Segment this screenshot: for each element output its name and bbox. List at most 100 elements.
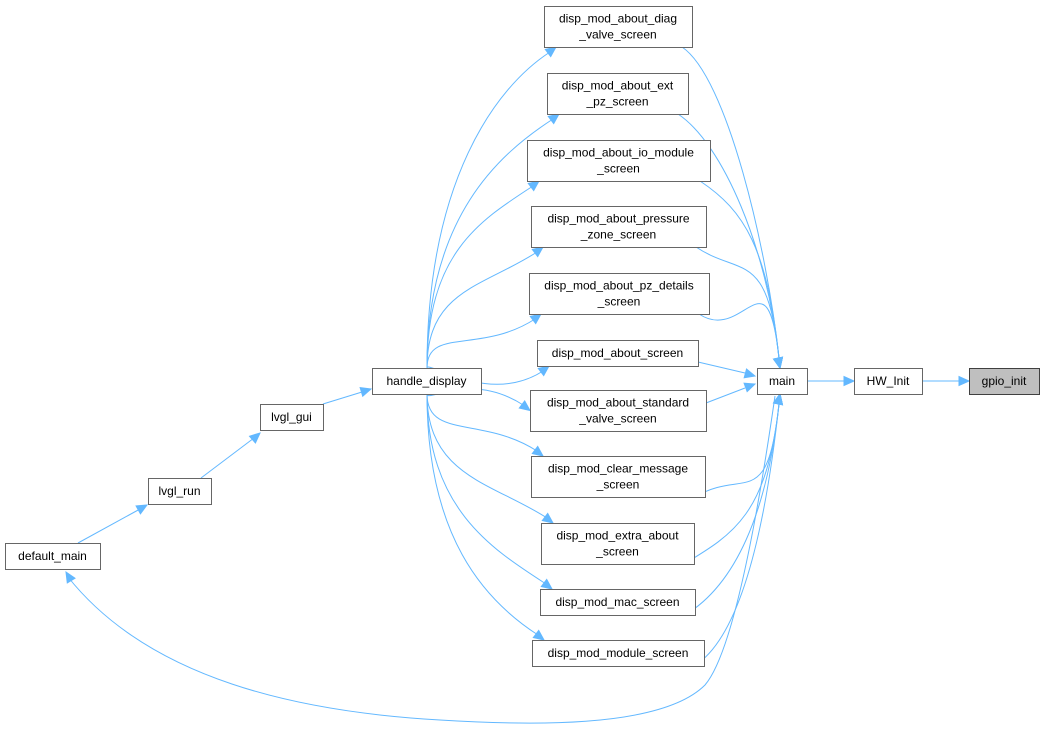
nodes-layer: gpio_init HW_Init main disp_mod_about_diag_…: [5, 6, 1040, 667]
edge-default_main-to-lvgl_run: [77, 508, 141, 544]
node-label: HW_Init: [867, 374, 910, 388]
edge-module_screen-to-main: [693, 403, 780, 667]
edge-handle_display-to-clear_message: [426, 393, 538, 452]
arrowhead-module_screen-to-main: [772, 392, 784, 406]
edge-mac_screen-to-main: [684, 403, 780, 616]
node-box: [5, 543, 101, 570]
node-box: [537, 340, 699, 367]
edge-handle_display-to-pz_details: [426, 318, 536, 369]
node-box: [531, 206, 707, 248]
node-label: _zone_screen: [580, 228, 656, 242]
edge-handle_display-to-mac_screen: [426, 393, 547, 585]
arrowhead-handle_display-to-standard_valve: [518, 399, 531, 412]
node-module_screen[interactable]: disp_mod_module_screen: [532, 640, 705, 667]
arrowhead-standard_valve-to-main: [743, 382, 757, 393]
node-box: [854, 368, 923, 395]
node-handle_display[interactable]: handle_display: [372, 368, 482, 395]
arrowhead-handle_display-to-diag_valve: [544, 46, 557, 58]
node-box: [529, 273, 710, 315]
node-box: [148, 478, 212, 505]
arrowhead-handle_display-to-pz_details: [529, 313, 542, 325]
edge-handle_display-to-ext_pz: [426, 118, 554, 369]
node-box: [260, 404, 324, 431]
node-label: disp_mod_about_pz_details: [544, 279, 693, 293]
edge-pz_details-to-main: [698, 303, 780, 359]
node-label: _screen: [596, 478, 640, 492]
node-clear_message[interactable]: disp_mod_clear_message _screen: [531, 456, 706, 498]
arrowhead-handle_display-to-about_screen: [537, 365, 550, 377]
arrowhead-default_main-to-lvgl_run: [135, 504, 149, 515]
edge-io_module-to-main: [699, 180, 780, 359]
node-box: [372, 368, 482, 395]
node-default_main[interactable]: default_main: [5, 543, 101, 570]
node-box: [541, 523, 695, 565]
edge-handle_display-to-diag_valve: [426, 51, 551, 369]
edge-handle_display-to-pressure_zone: [426, 251, 538, 369]
node-gpio_init[interactable]: gpio_init: [969, 368, 1040, 395]
node-label: _pz_screen: [585, 95, 648, 109]
node-label: disp_mod_clear_message: [548, 462, 688, 476]
arrowhead-pz_details-to-main: [772, 356, 784, 370]
edge-handle_display-to-extra_about: [426, 393, 548, 519]
arrowhead-handle_display-to-pressure_zone: [531, 246, 544, 258]
node-main[interactable]: main: [757, 368, 808, 395]
node-label: _screen: [596, 162, 640, 176]
node-label: lvgl_gui: [271, 410, 312, 424]
edge-lvgl_run-to-lvgl_gui: [200, 437, 255, 479]
node-label: disp_mod_about_ext: [562, 79, 674, 93]
node-diag_valve[interactable]: disp_mod_about_diag_valve_screen: [544, 6, 693, 48]
node-mac_screen[interactable]: disp_mod_mac_screen: [540, 589, 696, 616]
node-label: disp_mod_module_screen: [548, 646, 689, 660]
node-extra_about[interactable]: disp_mod_extra_about_screen: [541, 523, 695, 565]
node-pz_details[interactable]: disp_mod_about_pz_details _screen: [529, 273, 710, 315]
node-ext_pz[interactable]: disp_mod_about_ext _pz_screen: [547, 73, 689, 115]
node-standard_valve[interactable]: disp_mod_about_standard _valve_screen: [530, 390, 707, 432]
arrowhead-handle_display-to-extra_about: [541, 512, 554, 524]
edge-standard_valve-to-main: [705, 387, 746, 404]
arrowhead-lvgl_gui-to-handle_display: [359, 386, 373, 398]
edge-handle_display-to-io_module: [426, 185, 534, 369]
node-label: disp_mod_about_pressure: [547, 212, 689, 226]
node-about_screen[interactable]: disp_mod_about_screen: [537, 340, 699, 367]
node-label: disp_mod_about_screen: [552, 346, 683, 360]
node-label: _valve_screen: [578, 28, 656, 42]
node-io_module[interactable]: disp_mod_about_io_module _screen: [527, 140, 711, 182]
node-box: [544, 6, 693, 48]
node-HW_Init[interactable]: HW_Init: [854, 368, 923, 395]
arrowhead-handle_display-to-mac_screen: [540, 578, 553, 590]
node-label: main: [769, 374, 795, 388]
edge-about_screen-to-main: [697, 361, 746, 374]
arrowhead-handle_display-to-clear_message: [531, 445, 544, 457]
node-label: disp_mod_about_standard: [547, 396, 689, 410]
node-label: lvgl_run: [158, 484, 200, 498]
node-label: _valve_screen: [578, 412, 656, 426]
node-pressure_zone[interactable]: disp_mod_about_pressure _zone_screen: [531, 206, 707, 248]
node-label: gpio_init: [982, 374, 1027, 388]
node-box: [527, 140, 711, 182]
arrowhead-handle_display-to-ext_pz: [547, 113, 560, 125]
node-box: [547, 73, 689, 115]
arrowhead-default_main-to-main: [65, 570, 76, 584]
edge-pressure_zone-to-main: [695, 246, 780, 359]
edge-handle_display-to-module_screen: [426, 393, 539, 636]
node-lvgl_run[interactable]: lvgl_run: [148, 478, 212, 505]
arrowhead-lvgl_run-to-lvgl_gui: [248, 432, 261, 444]
node-box: [969, 368, 1040, 395]
node-box: [530, 390, 707, 432]
arrowhead-handle_display-to-module_screen: [532, 629, 545, 641]
arrowhead-HW_Init-to-gpio_init: [958, 375, 971, 387]
edge-lvgl_gui-to-handle_display: [322, 391, 363, 405]
node-box: [757, 368, 808, 395]
node-box: [531, 456, 706, 498]
node-label: disp_mod_extra_about: [556, 529, 679, 543]
node-lvgl_gui[interactable]: lvgl_gui: [260, 404, 324, 431]
node-label: default_main: [18, 549, 87, 563]
node-label: _screen: [597, 295, 641, 309]
node-box: [532, 640, 705, 667]
edge-default_main-to-main: [67, 395, 776, 724]
node-label: disp_mod_mac_screen: [555, 595, 679, 609]
node-label: handle_display: [386, 374, 466, 388]
arrowhead-handle_display-to-io_module: [527, 180, 540, 192]
node-label: disp_mod_about_io_module: [543, 146, 694, 160]
